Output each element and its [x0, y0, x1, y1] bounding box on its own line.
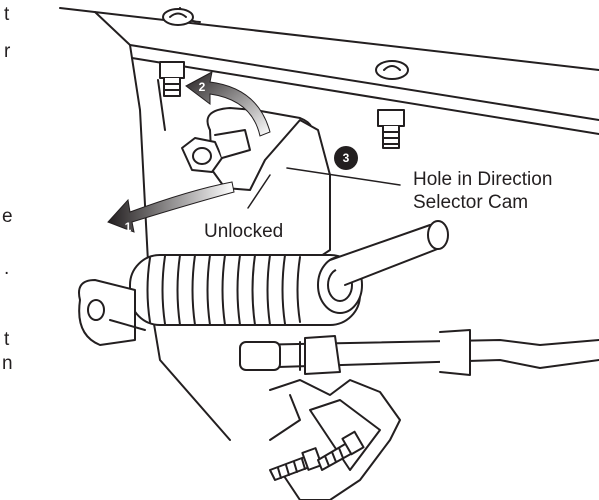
pivot-rod [329, 220, 449, 286]
step-3-number: 3 [342, 151, 350, 165]
control-rod [239, 329, 599, 376]
margin-fragment-r: r [4, 41, 11, 62]
hole-label-line1: Hole in Direction [413, 169, 553, 190]
step-1-number: 1 [124, 220, 132, 234]
spring [129, 254, 363, 326]
margin-fragment-t2: t [4, 329, 10, 350]
step-2-number: 2 [198, 80, 206, 94]
hole-label-line2: Selector Cam [413, 192, 529, 213]
callout-3-badge [334, 146, 358, 170]
leader-hole [286, 167, 401, 186]
margin-fragment-t1: t [4, 4, 10, 25]
arrow-2-icon [185, 71, 271, 137]
unlocked-label: Unlocked [202, 221, 286, 243]
leader-unlocked [247, 174, 271, 209]
clevis-bracket [78, 279, 146, 346]
lower-bracket [269, 379, 401, 500]
stud-right [377, 109, 405, 149]
margin-fragment-e: e [2, 206, 13, 227]
arrow-1-icon [107, 181, 235, 233]
stud-left [159, 61, 185, 97]
cam-nut [181, 129, 251, 173]
margin-fragment-n: n [2, 353, 13, 374]
bolt-lower-right [317, 430, 365, 471]
margin-fragment-dot: . [4, 258, 10, 279]
bolt-lower-left [269, 447, 323, 481]
